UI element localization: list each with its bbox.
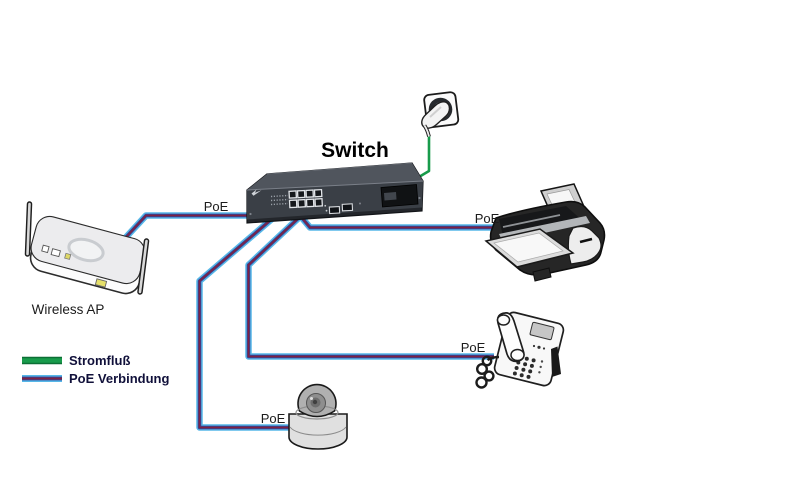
phone-keypad bbox=[512, 355, 536, 379]
switch-device bbox=[246, 162, 424, 224]
legend: Stromfluß PoE Verbindung bbox=[22, 353, 169, 386]
power-outlet bbox=[421, 91, 460, 137]
poe-label-camera: PoE bbox=[261, 411, 286, 426]
wireless-ap-label: Wireless AP bbox=[32, 302, 105, 317]
ap-antenna-right-icon bbox=[137, 238, 150, 295]
switch-leds bbox=[270, 194, 289, 206]
switch-logo-icon bbox=[251, 189, 262, 196]
wireless-ap-device bbox=[24, 201, 150, 295]
ip-phone-device bbox=[475, 311, 565, 389]
phone-stand bbox=[551, 346, 561, 377]
phone-display bbox=[529, 321, 555, 341]
switch-vent bbox=[380, 184, 419, 208]
switch-title: Switch bbox=[321, 139, 389, 162]
poe-cable-phone bbox=[249, 212, 495, 357]
ap-antenna-left-icon bbox=[24, 201, 33, 257]
phone-cord bbox=[475, 355, 500, 389]
legend-power-label: Stromfluß bbox=[69, 353, 130, 368]
ap-ports bbox=[41, 244, 72, 260]
poe-label-phone: PoE bbox=[461, 340, 486, 355]
power-plug bbox=[421, 101, 451, 129]
poe-label-printer: PoE bbox=[475, 211, 500, 226]
camera-base bbox=[288, 413, 348, 450]
poe-label-ap: PoE bbox=[204, 199, 229, 214]
printer-device bbox=[484, 183, 606, 282]
phone-speaker-keys bbox=[532, 344, 546, 350]
switch-sfp-ports bbox=[324, 203, 354, 215]
dome-camera-device bbox=[288, 383, 348, 450]
legend-poe-label: PoE Verbindung bbox=[69, 371, 169, 386]
switch-ports bbox=[288, 188, 324, 209]
ap-status-ring bbox=[67, 237, 105, 263]
